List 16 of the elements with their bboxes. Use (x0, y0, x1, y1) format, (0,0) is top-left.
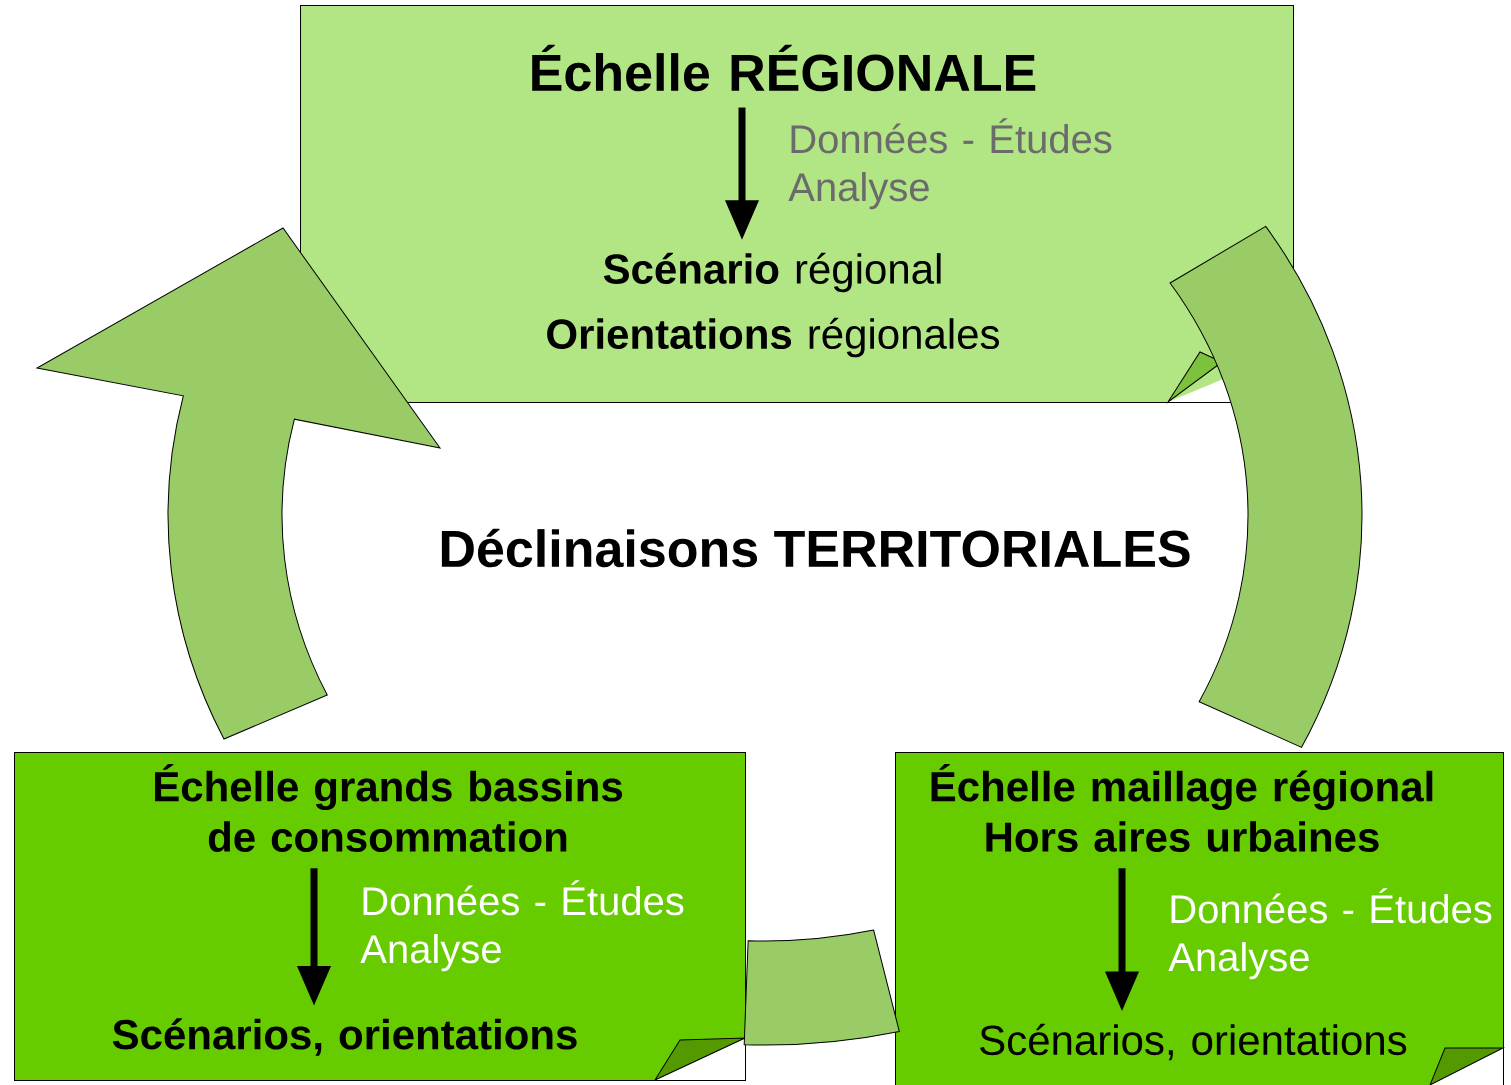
note-panel (895, 752, 1504, 1085)
result-text: Scénarios, orientations (980, 1023, 1407, 1061)
result-text: Scénarios, orientations (112, 1018, 577, 1056)
cycle-arrow (1169, 225, 1363, 748)
cycle-arrow (36, 227, 441, 740)
scale-heading: Échelle grands bassins de consommation (155, 764, 622, 852)
result-text: Scénario régional Orientations régionales (547, 252, 999, 358)
edge-label: Données - Études Analyse (788, 118, 1112, 210)
edge-label: Données - Études Analyse (1168, 888, 1492, 980)
edge-label: Données - Études Analyse (360, 880, 684, 972)
note-panel (300, 5, 1294, 403)
note-panel (14, 752, 746, 1081)
cycle-arrow (743, 929, 900, 1046)
scale-heading: Échelle RÉGIONALE (532, 44, 1036, 92)
scale-heading: Échelle maillage régional Hors aires urbaines (931, 764, 1433, 852)
center-label: Déclinaisons TERRITORIALES (441, 528, 1190, 568)
